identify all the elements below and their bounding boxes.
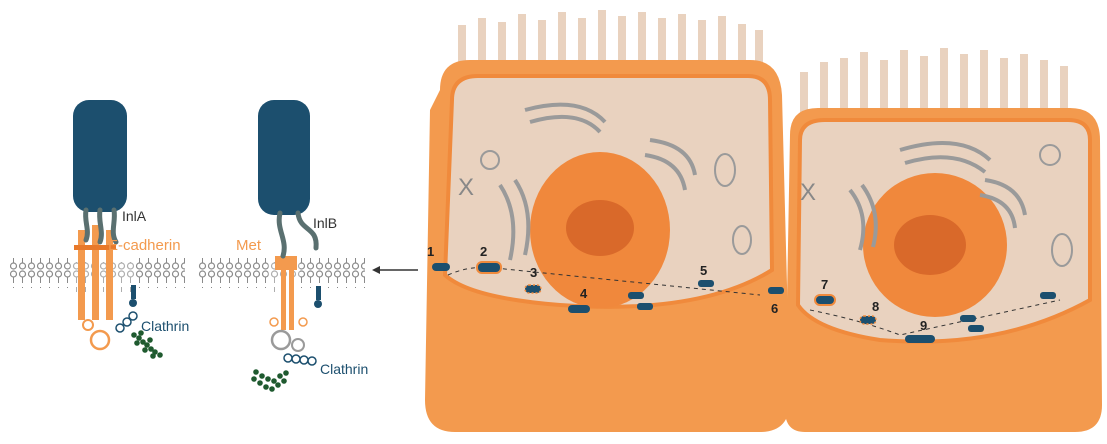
actin-dots-a [131,330,163,359]
label-inla: InlA [122,208,147,224]
step-label-9: 9 [920,318,927,333]
epithelial-cell-1: X [425,10,790,432]
label-ecadherin: E-cadherin [108,237,181,254]
cell-2-nucleolus [894,215,966,275]
inlb-strands [279,213,316,256]
pointer-arrow [372,266,418,274]
actin-dots-b [251,369,289,392]
cell-1-centriole: X [458,174,474,201]
label-inlb: InlB [313,215,337,231]
step-label-4: 4 [580,286,588,301]
step-label-1: 1 [427,244,434,259]
inla-ecadherin-model: InlA E-cadherin Clathrin [10,100,189,359]
step-label-7: 7 [821,277,828,292]
microvilli-2 [800,48,1068,117]
signal-stalks-b [314,286,322,308]
epithelial-cell-2: X [785,48,1102,432]
step-label-3: 3 [530,265,537,280]
label-met: Met [236,237,262,254]
clathrin-vesicles-b [272,331,316,365]
cell-2-centriole: X [800,179,816,206]
inlb-met-model: Met InlB Clathrin [198,100,368,392]
label-clathrin-b: Clathrin [320,361,368,377]
label-clathrin-a: Clathrin [141,318,189,334]
step-label-6: 6 [771,301,778,316]
bacterium-inla [73,100,127,212]
step-label-2: 2 [480,244,487,259]
step-label-8: 8 [872,299,879,314]
step-label-5: 5 [700,263,707,278]
cell-1-nucleolus [566,200,634,256]
bacterium-inlb [258,100,310,215]
